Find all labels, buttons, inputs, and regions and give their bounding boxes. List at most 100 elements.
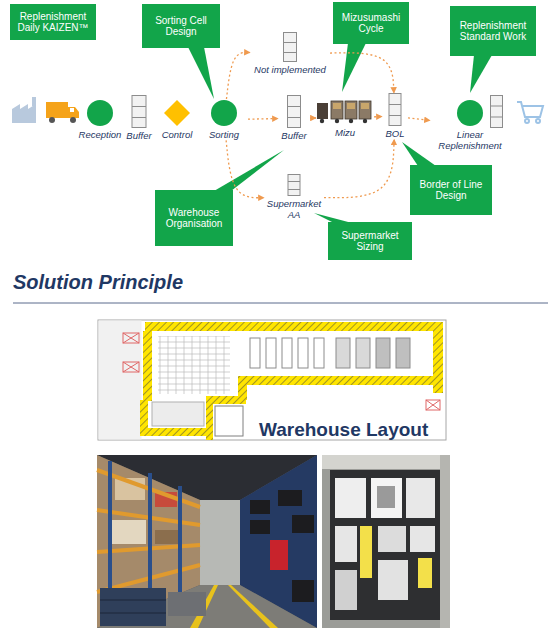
safety-hatch — [238, 376, 438, 385]
photo-bin — [250, 500, 270, 514]
photo-sheet-picture — [377, 486, 395, 508]
shelf-level — [288, 189, 300, 190]
shelf-frame — [284, 33, 297, 62]
heading-rule — [13, 303, 548, 304]
shelf-shape — [382, 93, 408, 126]
photo-background — [322, 455, 450, 628]
photo-bin — [292, 580, 314, 602]
shelf-level — [491, 117, 503, 118]
photo-yellow-sheet — [360, 526, 372, 578]
shelf-node: Buffer — [278, 95, 310, 141]
photo-sheet — [371, 478, 402, 518]
photo-box — [155, 530, 179, 544]
node-label: Linear Replenishment — [430, 129, 510, 152]
cart-wheel — [536, 119, 540, 123]
shelf-level — [288, 181, 300, 182]
shelf-level — [284, 42, 297, 43]
truck-window — [70, 108, 74, 112]
flow-connector — [330, 53, 394, 93]
plan-mark — [123, 333, 139, 343]
photo-wall — [440, 455, 450, 628]
mizusumashi-train: Mizu — [316, 97, 374, 138]
truck-cab — [68, 107, 79, 118]
plan-outline — [98, 320, 446, 440]
factory-body — [12, 104, 36, 123]
node-label: Control — [158, 129, 196, 140]
rack — [298, 338, 308, 368]
photo-crate-line — [100, 613, 166, 614]
train-shape — [316, 97, 374, 125]
callout-text: Warehouse Organisation — [159, 207, 229, 230]
shelf-level — [389, 104, 401, 105]
photo-sheet — [335, 478, 366, 518]
photo-background — [97, 455, 317, 628]
callout-box: Sorting Cell Design — [142, 4, 220, 48]
photo-fire-cabinet — [270, 540, 288, 570]
photo-yellow-sheet — [418, 558, 432, 588]
flow-connector — [408, 118, 430, 121]
rack — [266, 338, 276, 368]
truck-cargo — [46, 102, 68, 118]
rack — [356, 338, 370, 368]
photo-upright — [178, 486, 182, 593]
train-load — [361, 103, 369, 109]
train-wheel — [363, 119, 367, 123]
photo-sheet — [410, 526, 435, 552]
photo-trolley — [168, 592, 206, 616]
circle-shape — [76, 99, 124, 127]
shelf-level — [132, 106, 146, 107]
callout-tail — [214, 150, 284, 191]
process-circle-shape — [457, 100, 483, 126]
shelf-icon — [491, 96, 503, 128]
decision-diamond: Control — [158, 99, 196, 140]
callout-box: Replenishment Daily KAIZEN™ — [10, 4, 96, 40]
callout-box: Border of Line Design — [410, 165, 492, 215]
cart-basket — [517, 102, 543, 117]
callout-text: Mizusumashi Cycle — [337, 12, 405, 35]
shelf-level — [491, 106, 503, 107]
warehouse-aisle-photo — [97, 455, 317, 628]
process-circle: Linear Replenishment — [430, 99, 510, 152]
callout-text: Replenishment Daily KAIZEN™ — [14, 11, 92, 34]
flow-connector — [226, 52, 250, 99]
process-circle: Sorting — [200, 99, 248, 140]
truck-wheel — [70, 117, 76, 123]
process-circle-shape — [87, 100, 113, 126]
safety-hatch — [140, 428, 206, 436]
rack — [250, 338, 260, 368]
plan-zone — [99, 321, 142, 440]
train-load — [333, 103, 341, 109]
figure-label: Warehouse Layout — [259, 419, 428, 441]
warehouse-floor-plan — [98, 320, 446, 440]
photo-sheet — [335, 570, 357, 610]
shelf-frame — [288, 96, 301, 128]
photo-bin — [250, 520, 270, 534]
callout-tails — [188, 43, 492, 223]
photo-sheet — [378, 526, 406, 552]
safety-hatch — [145, 322, 443, 331]
shelf-frame — [288, 175, 300, 196]
truck-wheel — [49, 117, 55, 123]
process-circle-shape — [211, 100, 237, 126]
storage-grid — [158, 336, 230, 394]
callout-tail — [402, 142, 436, 166]
plan-mark — [426, 400, 440, 410]
photo-upright — [148, 473, 152, 607]
process-circle: Reception — [76, 99, 124, 140]
photo-sheet — [335, 526, 357, 562]
callout-box: Supermarket Sizing — [328, 222, 412, 260]
callout-box: Warehouse Organisation — [155, 190, 233, 246]
node-label: Not implemented — [250, 64, 330, 75]
photo-bin — [292, 515, 314, 533]
callout-tail — [342, 43, 366, 92]
train-wheel — [335, 119, 339, 123]
cart-icon — [517, 102, 543, 123]
callout-tail — [188, 47, 214, 99]
circle-shape — [200, 99, 248, 127]
node-label: Supermarket AA — [264, 198, 324, 221]
photo-floor-line — [228, 585, 278, 628]
flow-connector — [248, 118, 278, 120]
shelf-shape — [264, 174, 324, 196]
